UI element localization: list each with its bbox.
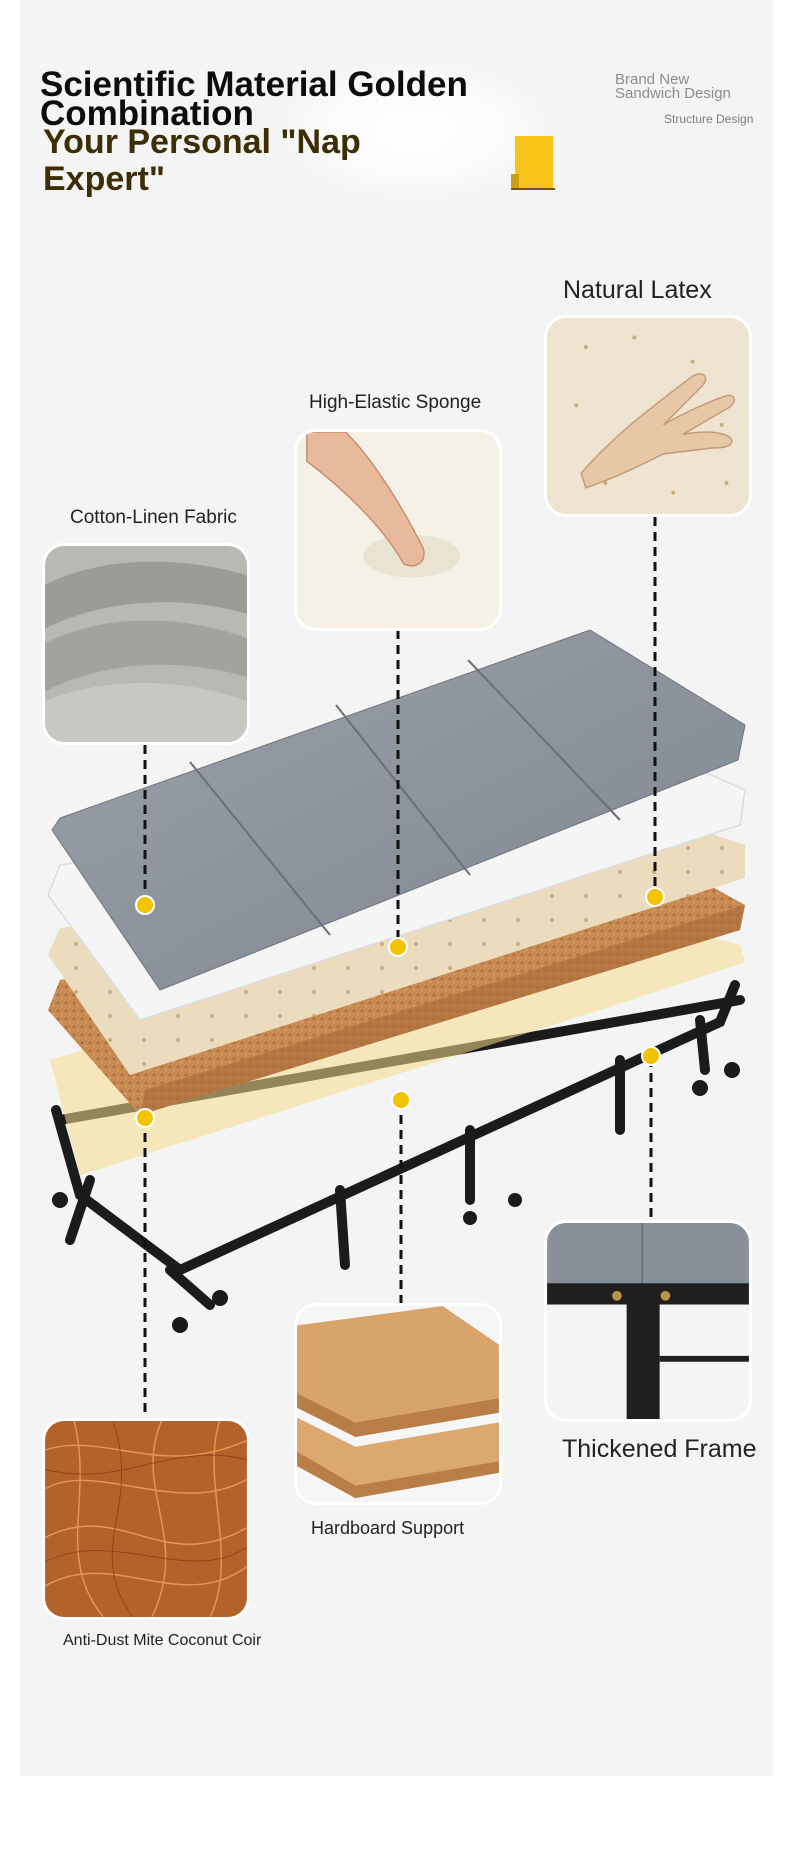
design-badge-title: Brand New Sandwich Design [615, 71, 731, 102]
page-headline: Scientific Material Golden Combination [40, 65, 468, 133]
hardboard-support-photo [294, 1303, 502, 1505]
natural-latex-photo [544, 315, 752, 517]
high-elastic-sponge-label: High-Elastic Sponge [309, 392, 482, 413]
yellow-accent-block [511, 136, 555, 190]
header-glow [280, 60, 550, 200]
hardboard-support-label: Hardboard Support [311, 1518, 465, 1538]
thickened-frame-label: Thickened Frame [562, 1435, 757, 1463]
coconut-coir-label: Anti-Dust Mite Coconut Coir [63, 1632, 262, 1649]
design-badge-subtitle: Structure Design [664, 112, 754, 126]
thickened-frame-photo [544, 1220, 752, 1422]
coconut-coir-photo [42, 1418, 250, 1620]
page-subheadline: Your Personal "Nap Expert" [43, 123, 361, 198]
cotton-linen-fabric-photo [42, 543, 250, 745]
high-elastic-sponge-photo [294, 429, 502, 631]
natural-latex-label: Natural Latex [563, 276, 712, 304]
cotton-linen-fabric-label: Cotton-Linen Fabric [70, 507, 237, 528]
